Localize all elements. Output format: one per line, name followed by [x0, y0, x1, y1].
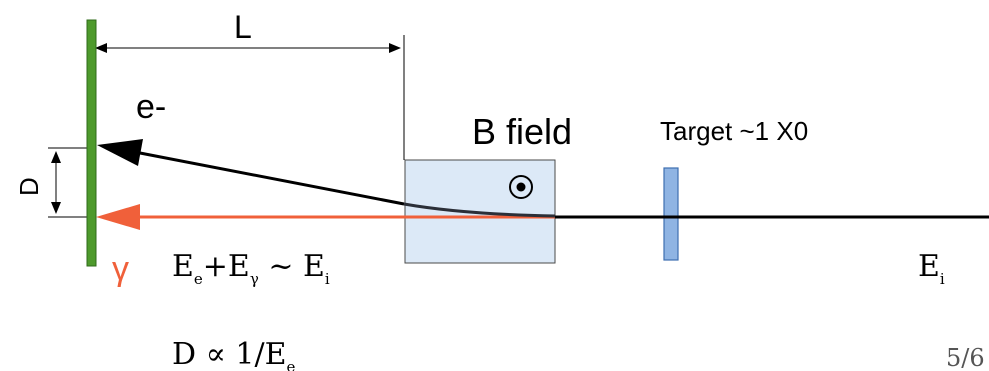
distance-energy-relation: D ∝ 1/Ee — [172, 337, 296, 371]
energy-e: E — [172, 249, 194, 284]
initial-energy-sub: i — [940, 270, 945, 288]
photon-arrowhead — [96, 204, 140, 230]
energy-sum-formula: Ee+Eγ ~ Ei — [172, 249, 330, 288]
energy-i-sub: i — [325, 270, 330, 288]
energy-gamma-sub: γ — [250, 270, 259, 288]
initial-energy-label: Ei — [918, 249, 945, 288]
out-of-page-dot-icon — [509, 175, 533, 199]
photon-label: γ — [112, 250, 129, 288]
distance-label: D — [14, 177, 44, 196]
energy-plus: +E — [203, 249, 250, 284]
initial-energy-E: E — [918, 249, 940, 284]
page-number: 5/6 — [946, 344, 985, 371]
relation-sub: e — [287, 358, 296, 371]
relation-main: D ∝ 1/E — [172, 337, 287, 371]
field-label: B field — [472, 111, 572, 152]
energy-approx: ~ E — [259, 249, 325, 284]
electron-track-curve — [403, 202, 556, 218]
magnet-region — [404, 159, 556, 264]
electron-label: e- — [136, 88, 166, 126]
energy-e-sub: e — [194, 270, 203, 288]
target-slab — [663, 167, 679, 261]
electron-arrowhead — [97, 139, 143, 166]
detector-plane — [86, 19, 97, 267]
length-label: L — [234, 9, 252, 45]
target-label: Target ~1 X0 — [660, 116, 808, 146]
electron-track — [139, 151, 405, 206]
